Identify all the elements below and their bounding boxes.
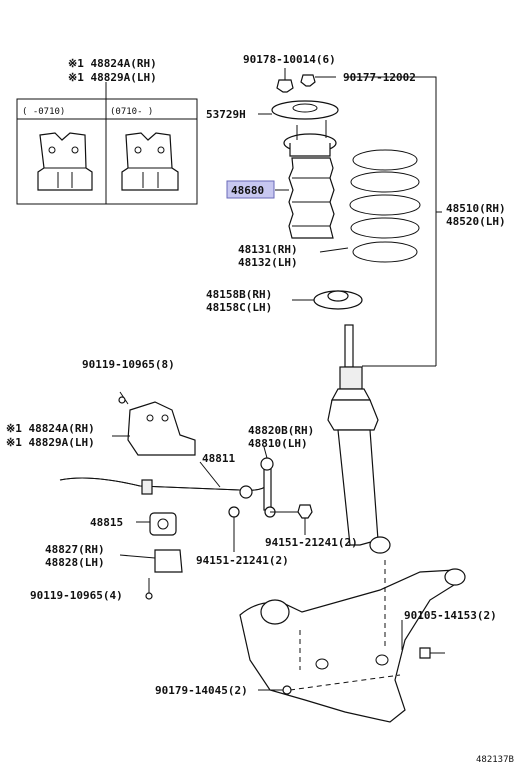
label-90178: 90178-10014(6) bbox=[243, 53, 336, 66]
shock-absorber bbox=[327, 324, 436, 554]
label-90119-bottom: 90119-10965(4) bbox=[30, 589, 123, 602]
label-48815: 48815 bbox=[90, 516, 123, 529]
bracket-drawing-left bbox=[37, 132, 93, 191]
label-48811: 48811 bbox=[202, 452, 235, 465]
label-48820b: 48820B(RH) bbox=[248, 424, 314, 437]
label-94151-right: 94151-21241(2) bbox=[265, 536, 358, 549]
coil-spring bbox=[319, 149, 421, 263]
highlight-48680 bbox=[226, 180, 275, 199]
label-90105: 90105-14153(2) bbox=[404, 609, 497, 622]
label-53729: 53729H bbox=[206, 108, 246, 121]
label-48132: 48132(LH) bbox=[238, 256, 298, 269]
stabilizer-bar bbox=[59, 461, 269, 499]
label-94151-left: 94151-21241(2) bbox=[196, 554, 289, 567]
bracket-inset: ※1 48824A(RH) ※1 48829A(LH) ( -0710) (07… bbox=[16, 57, 198, 205]
inset-range-right: (0710- ) bbox=[110, 107, 153, 117]
label-48829a-mid: ※1 48829A(LH) bbox=[6, 436, 95, 449]
label-48827: 48827(RH) bbox=[45, 543, 105, 556]
inset-range-left: ( -0710) bbox=[22, 107, 65, 117]
label-48680[interactable]: 48680 bbox=[231, 184, 264, 197]
stabilizer-bushing bbox=[136, 512, 177, 536]
label-48158c: 48158C(LH) bbox=[206, 301, 272, 314]
label-90119-top: 90119-10965(8) bbox=[82, 358, 175, 371]
label-48520: 48520(LH) bbox=[446, 215, 506, 228]
label-48810: 48810(LH) bbox=[248, 437, 308, 450]
lower-spring-seat bbox=[292, 290, 363, 310]
inset-label-rh: ※1 48824A(RH) bbox=[68, 57, 157, 70]
label-48131: 48131(RH) bbox=[238, 243, 298, 256]
stabilizer-link bbox=[228, 446, 313, 552]
label-48510: 48510(RH) bbox=[446, 202, 506, 215]
figure-id: 482137B bbox=[476, 755, 514, 765]
lower-control-arm bbox=[239, 560, 466, 723]
label-48158b: 48158B(RH) bbox=[206, 288, 272, 301]
bushing-bracket bbox=[119, 549, 183, 600]
inset-label-lh: ※1 48829A(LH) bbox=[68, 71, 157, 84]
label-90177: 90177-12002 bbox=[343, 71, 416, 84]
label-90179: 90179-14045(2) bbox=[155, 684, 248, 697]
frame-bracket bbox=[112, 391, 196, 456]
label-48824a-mid: ※1 48824A(RH) bbox=[6, 422, 95, 435]
label-48828: 48828(LH) bbox=[45, 556, 105, 569]
bracket-drawing-right bbox=[121, 132, 179, 191]
upper-mount-parts bbox=[258, 68, 339, 239]
